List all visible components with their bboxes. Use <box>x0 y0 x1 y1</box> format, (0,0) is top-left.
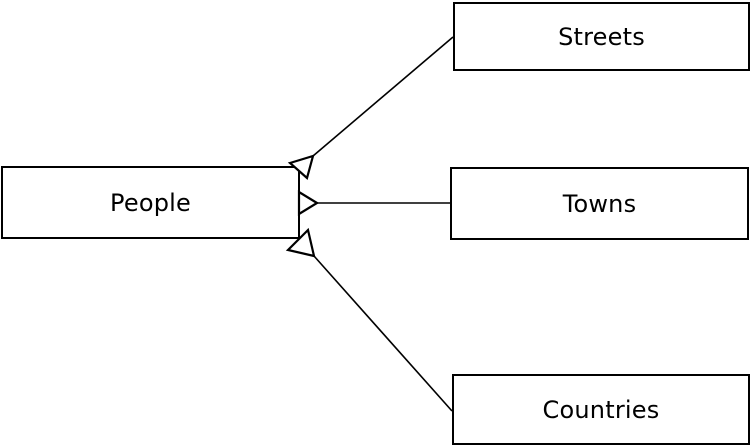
connector-people-countries[interactable] <box>313 255 453 412</box>
connector-people-streets[interactable] <box>312 36 454 157</box>
arrowhead-open-triangle-towns-icon <box>297 190 320 216</box>
entity-box-streets[interactable]: Streets <box>453 2 750 71</box>
entity-label-streets: Streets <box>558 22 645 51</box>
entity-box-people[interactable]: People <box>1 166 300 239</box>
entity-label-countries: Countries <box>542 395 660 424</box>
entity-box-towns[interactable]: Towns <box>450 167 749 240</box>
entity-box-countries[interactable]: Countries <box>452 374 750 445</box>
entity-label-people: People <box>110 188 191 217</box>
entity-label-towns: Towns <box>562 189 637 218</box>
